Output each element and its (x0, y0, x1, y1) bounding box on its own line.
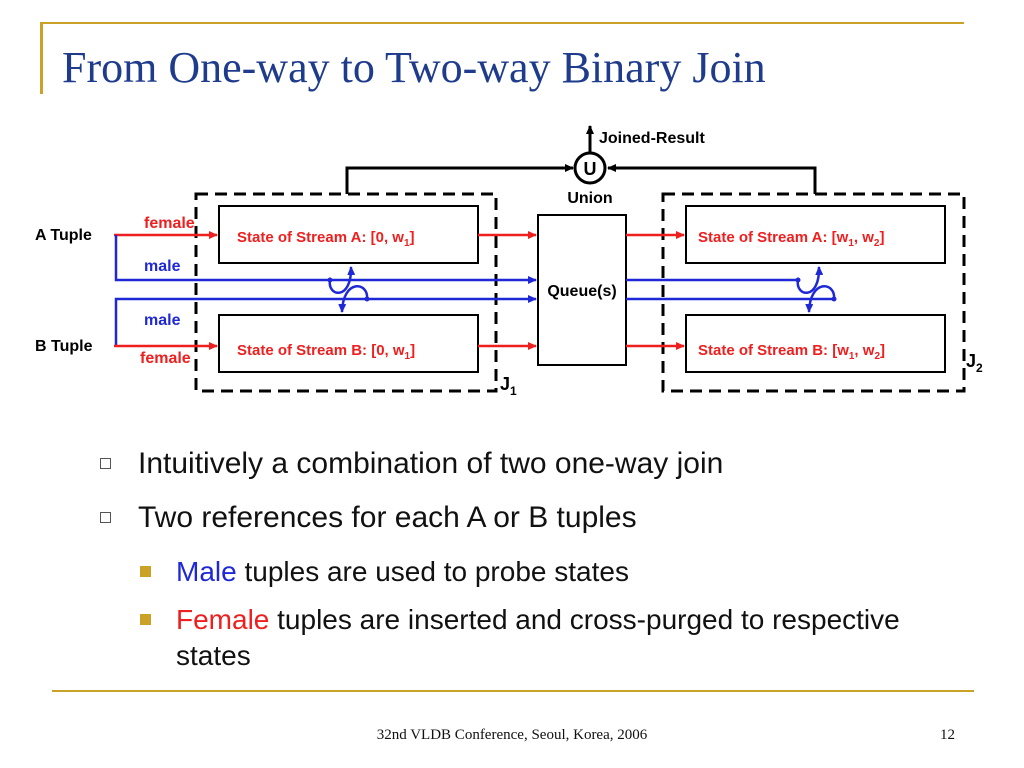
b-male-line (114, 295, 537, 346)
j1-state-b-label: State of Stream B: [0, w1] (237, 342, 415, 362)
j2-state-b-label: State of Stream B: [w1, w2] (698, 342, 885, 362)
a-male-line (114, 235, 537, 284)
j2-state-a-box (685, 205, 946, 264)
joined-result-label: Joined-Result (599, 130, 705, 147)
page-title: From One-way to Two-way Binary Join (62, 43, 766, 92)
sub-bullet-item: Male tuples are used to probe states (138, 554, 980, 590)
j1-probe-arc-down (338, 285, 369, 313)
female-highlight: Female (176, 604, 270, 635)
a-male-label: male (144, 258, 181, 275)
bullet-item: Two references for each A or B tuples (100, 500, 980, 536)
j2-to-union-line (607, 164, 817, 194)
j2-state-a-label: State of Stream A: [w1, w2] (698, 229, 884, 249)
j1-junction-a (327, 277, 333, 283)
j2-state-b-box (685, 314, 946, 373)
a-female-label: female (144, 215, 195, 232)
filled-square-bullet-icon (140, 566, 151, 577)
male-highlight: Male (176, 556, 237, 587)
j1-label: J1 (500, 374, 517, 398)
b-female-label: female (140, 350, 191, 367)
j2-label: J2 (966, 351, 983, 375)
union-node (573, 151, 607, 185)
top-rule (40, 22, 964, 24)
two-way-join-diagram: U Joined-Result Union Queue(s) State of … (35, 125, 983, 398)
bottom-rule (52, 690, 974, 692)
queue-box (537, 214, 627, 366)
j1-probe-arc-up (328, 266, 356, 294)
j2-probe-arc-up (796, 266, 824, 294)
j2-probe-arc-down (805, 285, 836, 313)
a-tuple-label: A Tuple (35, 227, 92, 244)
filled-square-bullet-icon (140, 614, 151, 625)
page-number: 12 (940, 727, 955, 743)
footer-text: 32nd VLDB Conference, Seoul, Korea, 2006 (376, 727, 648, 743)
j2-junction-b (831, 296, 837, 302)
j1-dashed-box (194, 192, 498, 393)
bullet-item: Intuitively a combination of two one-way… (100, 446, 980, 482)
b-tuple-label: B Tuple (35, 338, 93, 355)
j1-state-a-label: State of Stream A: [0, w1] (237, 229, 415, 249)
j1-state-b-box (218, 314, 479, 373)
j1-junction-b (364, 296, 370, 302)
hollow-square-bullet-icon (100, 458, 111, 469)
union-symbol: U (584, 159, 597, 179)
union-label: Union (567, 190, 612, 207)
title-accent-bar (40, 22, 43, 94)
j1-to-union-line (345, 164, 574, 194)
j2-junction-a (795, 277, 801, 283)
bullet-list: Intuitively a combination of two one-way… (100, 446, 980, 686)
j2-dashed-box (661, 192, 966, 393)
hollow-square-bullet-icon (100, 512, 111, 523)
b-male-label: male (144, 312, 181, 329)
sub-bullet-item: Female tuples are inserted and cross-pur… (138, 602, 980, 674)
queue-label: Queue(s) (547, 283, 616, 300)
